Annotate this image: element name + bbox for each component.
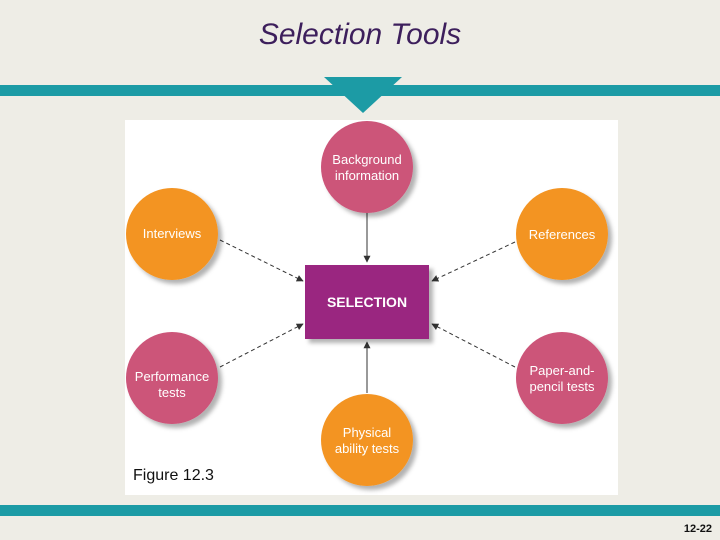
node-label-line: Background (332, 152, 401, 167)
node-background-information: Background information (321, 121, 413, 213)
arrow-references-to-selection (431, 241, 516, 282)
title-pointer-triangle (324, 77, 402, 113)
node-label-line: ability tests (335, 441, 400, 456)
node-references: References (516, 188, 608, 280)
slide-title: Selection Tools (258, 18, 462, 51)
node-circle (516, 332, 608, 424)
node-label-line: Performance (135, 369, 209, 384)
node-label-line: information (335, 168, 399, 183)
node-circle (516, 188, 608, 280)
node-circle (321, 394, 413, 486)
node-label-line: Physical (343, 425, 392, 440)
page-number: 12-22 (683, 523, 712, 535)
arrow-performance-to-selection (219, 323, 304, 368)
figure-caption: Figure 12.3 (133, 467, 214, 484)
node-circle (126, 188, 218, 280)
node-circle (126, 332, 218, 424)
node-paper-and-pencil-tests: Paper-and- pencil tests (516, 332, 608, 424)
selection-box (305, 265, 429, 339)
selection-label: SELECTION (327, 294, 407, 310)
node-label-line: Interviews (143, 226, 202, 241)
node-performance-tests: Performance tests (126, 332, 218, 424)
node-label-line: Paper-and- (529, 363, 594, 378)
arrow-paper-pencil-to-selection (431, 323, 516, 368)
node-label-line: pencil tests (529, 379, 595, 394)
node-label-line: References (529, 227, 596, 242)
arrow-interviews-to-selection (219, 239, 304, 282)
node-physical-ability-tests: Physical ability tests (321, 394, 413, 486)
node-circle (321, 121, 413, 213)
node-interviews: Interviews (126, 188, 218, 280)
bottom-divider-band (0, 505, 720, 516)
node-label-line: tests (158, 385, 186, 400)
